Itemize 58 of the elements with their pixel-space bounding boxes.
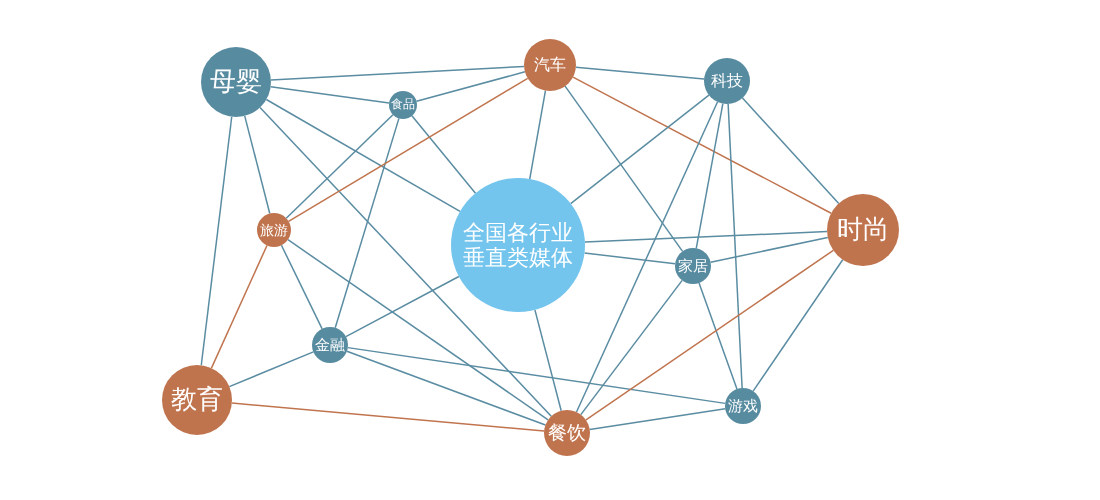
connector-line — [575, 66, 705, 80]
category-circle — [675, 248, 711, 284]
connector-line — [583, 252, 676, 265]
connector-line — [411, 115, 477, 194]
connector-line — [210, 244, 268, 369]
category-circle — [544, 410, 590, 456]
node-label: 科技 — [711, 71, 743, 91]
connector-line — [265, 98, 461, 213]
connector-line — [564, 85, 684, 253]
connector-line — [287, 77, 529, 223]
connector-line — [270, 65, 525, 81]
node-label: 教育 — [171, 385, 223, 415]
connector-line — [259, 106, 552, 417]
connector-line — [534, 309, 562, 412]
connector-line — [287, 238, 549, 421]
category-circle — [725, 388, 761, 424]
connector-line — [285, 114, 394, 219]
node-label: 全国各行业垂直类媒体 — [463, 219, 573, 271]
connector-line — [243, 115, 271, 215]
connector-line — [529, 89, 547, 180]
category-circle — [524, 39, 576, 91]
category-circle — [257, 213, 291, 247]
connector-line — [727, 103, 743, 389]
connector-line — [698, 282, 738, 390]
connector-line — [752, 259, 844, 392]
connector-line — [569, 94, 710, 205]
connector-line — [269, 86, 390, 104]
connector-line — [580, 279, 683, 416]
connector-line — [228, 351, 315, 388]
category-circle — [389, 91, 417, 119]
connector-line — [200, 116, 233, 366]
category-circle — [827, 194, 899, 266]
node-label: 食品 — [391, 98, 415, 112]
node-label: 游戏 — [728, 397, 758, 415]
connector-line — [347, 346, 726, 405]
connector-line — [334, 117, 400, 329]
connector-line — [575, 101, 719, 413]
connector-line — [345, 275, 460, 338]
connector-line — [584, 230, 828, 243]
connector-line — [346, 350, 547, 426]
connector-line — [741, 97, 840, 205]
connector-line — [709, 236, 829, 263]
connector-line — [415, 71, 526, 103]
connector-line — [280, 244, 323, 330]
node-label: 汽车 — [534, 55, 566, 75]
node-label: 金融 — [315, 336, 345, 354]
node-label: 母婴 — [210, 67, 262, 97]
node-label: 家居 — [678, 257, 708, 275]
node-label: 旅游 — [260, 221, 288, 239]
connector-line — [231, 402, 545, 432]
connector-line — [695, 102, 724, 250]
category-circle — [312, 327, 348, 363]
node-label: 时尚 — [837, 215, 889, 245]
node-label: 餐饮 — [548, 422, 586, 444]
connector-line — [585, 249, 835, 421]
category-circle — [704, 58, 750, 104]
connector-line — [589, 408, 726, 431]
connector-line — [572, 76, 832, 214]
